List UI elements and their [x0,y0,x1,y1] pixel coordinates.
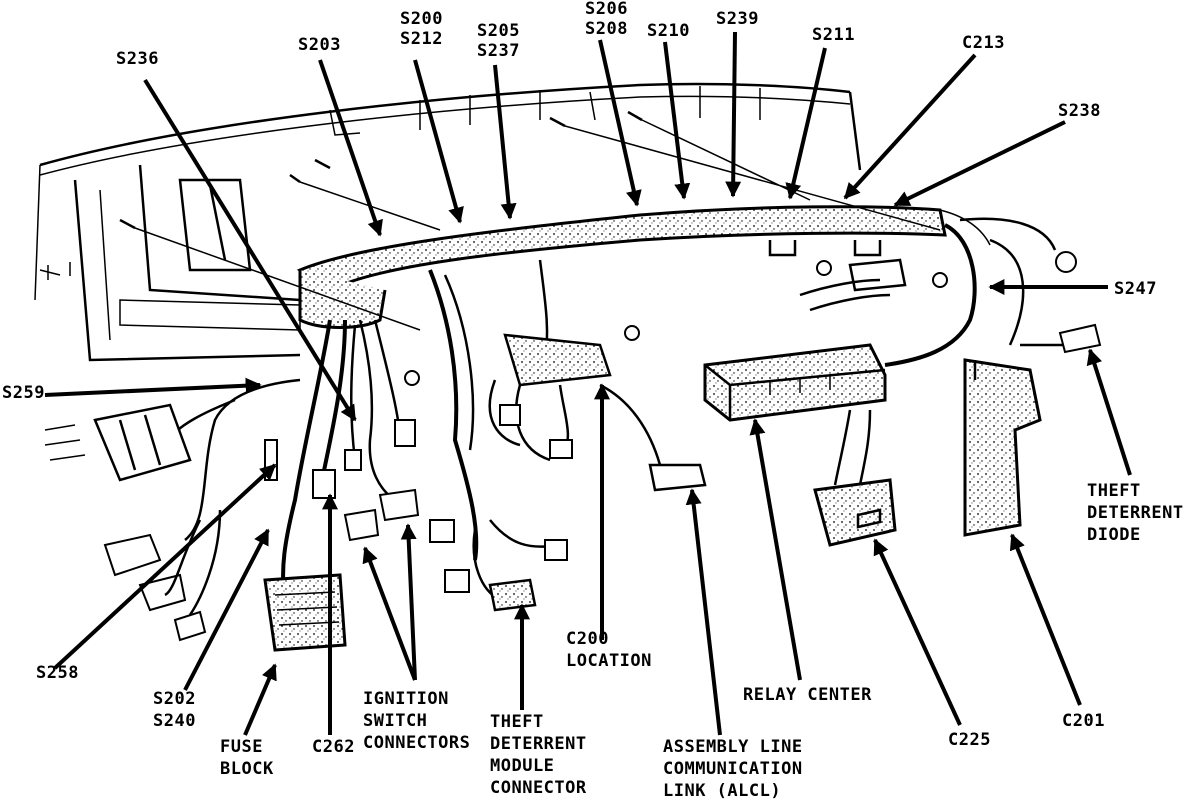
bracket-right [768,240,907,312]
label-theft-diode-3: DIODE [1087,525,1141,545]
arrow-relay-center [749,418,802,681]
arrow-s206 [598,39,642,207]
label-relay-center: RELAY CENTER [743,685,872,705]
arrow-c201 [1009,533,1082,706]
label-alcl-3: LINK (ALCL) [663,781,781,800]
label-s212: S212 [400,29,443,49]
arrow-s205 [493,64,517,220]
label-theft-module-2: DETERRENT [490,734,587,754]
label-s239: S239 [716,9,759,29]
relay-center-box [703,343,887,422]
arrow-s203 [318,59,383,237]
label-s202: S202 [153,689,196,709]
label-c213: C213 [962,33,1005,53]
label-c262: C262 [312,737,355,757]
label-theft-module-1: THEFT [490,712,544,732]
label-theft-module-4: CONNECTOR [490,778,587,798]
arrow-s259 [44,377,262,397]
label-s238: S238 [1058,101,1101,121]
main-harness-trunk [296,205,991,329]
dash-panel [34,82,862,362]
label-connectors: CONNECTORS [363,733,470,753]
arrow-c225 [873,538,962,726]
label-s240: S240 [153,711,196,731]
arrow-fuse-block [243,663,277,736]
arrow-s211 [785,47,827,200]
label-c200: C200 [566,629,609,649]
arrow-s236 [143,78,357,422]
label-s259: S259 [2,383,45,403]
label-s258: S258 [36,663,79,683]
label-ignition: IGNITION [363,689,449,709]
arrow-ignition-2 [400,523,417,681]
label-s211: S211 [812,25,855,45]
arrow-s200 [413,59,464,224]
label-theft-diode-1: THEFT [1087,481,1141,501]
arrow-c213 [843,53,977,200]
label-c225: C225 [948,730,991,750]
label-s236: S236 [116,49,159,69]
label-s247: S247 [1114,279,1157,299]
label-c200-location: LOCATION [566,651,652,671]
arrow-s239 [725,31,742,198]
arrow-s202 [183,528,270,691]
arrow-alcl [685,488,722,736]
left-bundle [44,319,420,652]
label-theft-module-3: MODULE [490,756,554,776]
arrow-s210 [663,41,691,200]
label-block: BLOCK [220,759,274,779]
center-branches [428,259,707,612]
leader-arrows [44,31,1132,736]
arrow-ignition-1 [362,546,417,681]
label-switch: SWITCH [363,711,427,731]
label-alcl-2: COMMUNICATION [663,759,803,779]
label-fuse: FUSE [220,737,263,757]
label-c201: C201 [1062,711,1105,731]
label-s210: S210 [647,21,690,41]
label-s206: S206 [585,0,628,19]
arrow-theft-diode [1086,348,1132,476]
label-alcl-1: ASSEMBLY LINE [663,737,803,757]
label-s205: S205 [477,21,520,41]
label-s208: S208 [585,19,628,39]
arrow-s238 [893,120,1066,207]
c201-module [963,358,1042,537]
c225-connector [813,409,897,547]
arrow-s258 [53,463,277,670]
right-branch [884,217,1102,367]
label-s200: S200 [400,9,443,29]
label-theft-diode-2: DETERRENT [1087,503,1184,523]
label-s237: S237 [477,41,520,61]
label-s203: S203 [298,35,341,55]
